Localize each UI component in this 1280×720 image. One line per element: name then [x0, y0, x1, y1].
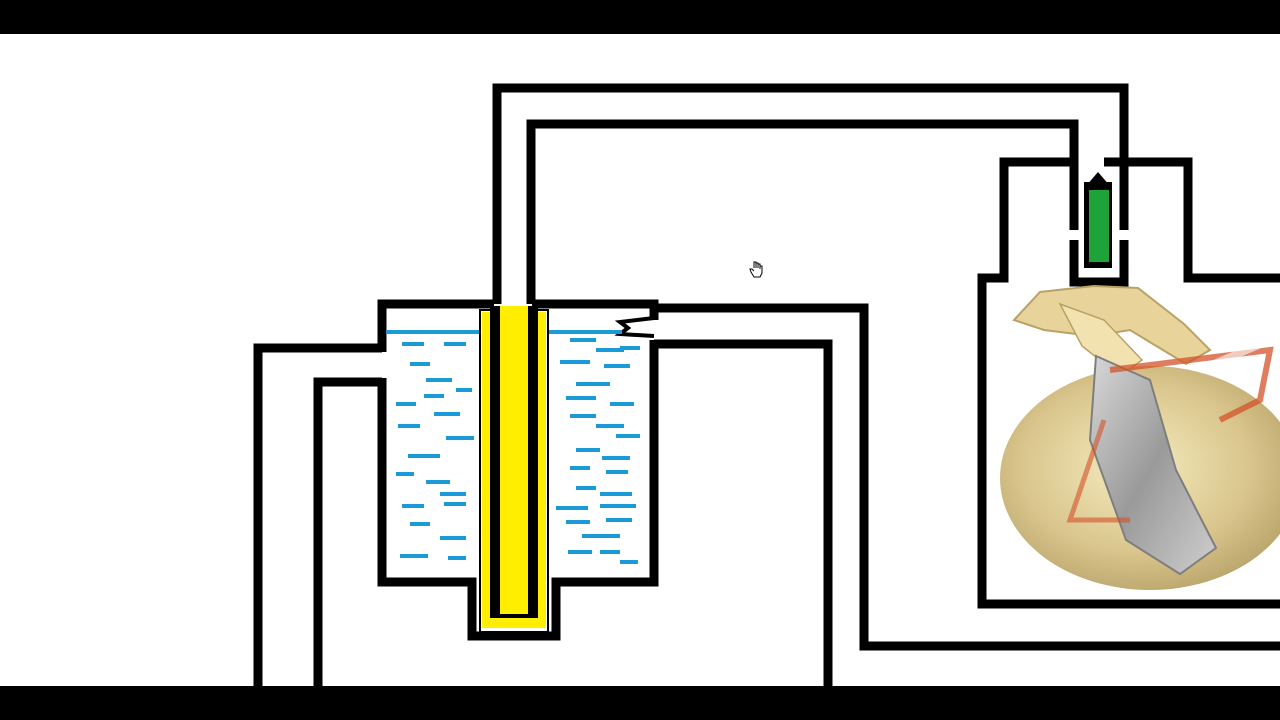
central-tube [479, 306, 549, 633]
hand-cursor-icon [749, 261, 763, 278]
top-pipe [492, 83, 1129, 304]
housing [977, 157, 1280, 609]
brass-object-photo [1000, 284, 1280, 590]
letterbox-bottom [0, 686, 1280, 720]
left-pipe [253, 343, 382, 686]
liquid [396, 338, 640, 564]
valve [1084, 172, 1112, 268]
letterbox-top [0, 0, 1280, 34]
right-pipe [654, 303, 1280, 686]
